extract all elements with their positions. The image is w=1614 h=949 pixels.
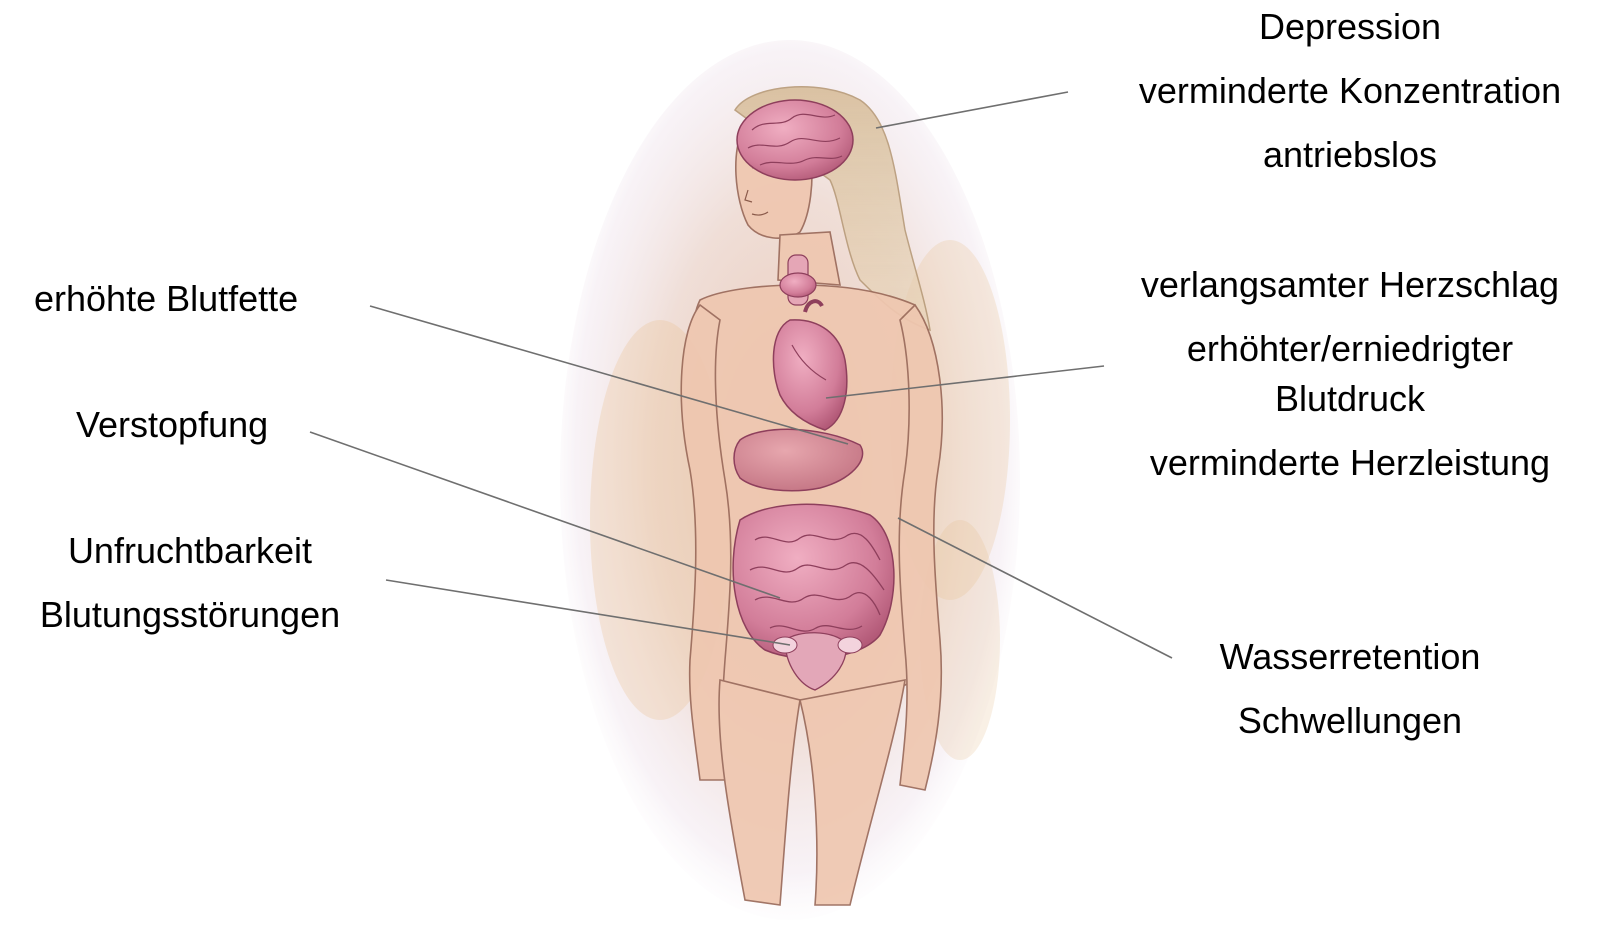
heart-symptom-blood-pressure-line1: erhöhter/erniedrigter (1100, 328, 1600, 370)
brain-organ (737, 100, 853, 180)
uterus-symptom-bleeding-disorders: Blutungsstörungen (0, 594, 380, 636)
kidney-symptom-water-retention: Wasserretention (1100, 636, 1600, 678)
heart-symptom-blood-pressure-line2: Blutdruck (1100, 378, 1600, 420)
brain-symptom-depression: Depression (1100, 6, 1600, 48)
heart-symptom-slow-heartbeat: verlangsamter Herzschlag (1100, 264, 1600, 306)
bowel-symptom-constipation: Verstopfung (76, 404, 268, 446)
lipid-symptom-high-blood-fats: erhöhte Blutfette (34, 278, 298, 320)
kidney-symptom-swelling: Schwellungen (1100, 700, 1600, 742)
heart-symptom-reduced-output: verminderte Herzleistung (1100, 442, 1600, 484)
brain-symptom-listless: antriebslos (1100, 134, 1600, 176)
uterus-symptom-infertility: Unfruchtbarkeit (0, 530, 380, 572)
brain-symptom-concentration: verminderte Konzentration (1100, 70, 1600, 112)
